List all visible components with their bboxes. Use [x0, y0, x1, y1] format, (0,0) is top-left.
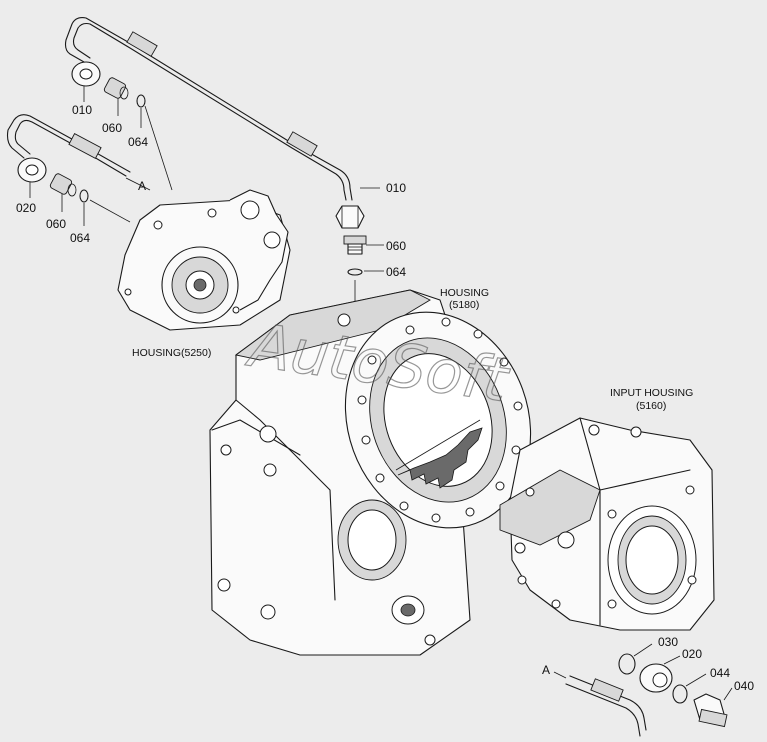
oring-030-bottom [618, 653, 636, 675]
adapter-060-left [49, 173, 77, 197]
label-064-top: 064 [128, 135, 148, 149]
oring-064-left [79, 189, 89, 203]
housing-5180 [344, 311, 532, 529]
hydraulic-pipe-upper [64, 17, 353, 201]
label-030-bottom: 030 [658, 635, 678, 649]
label-020-bottom: 020 [682, 647, 702, 661]
label-010-mid: 010 [386, 181, 406, 195]
label-ref-a-top: A [138, 179, 146, 193]
label-044-bottom: 044 [710, 666, 730, 680]
nut-010-top [71, 61, 101, 87]
label-060-top: 060 [102, 121, 122, 135]
label-060-left: 060 [46, 217, 66, 231]
oring-064-top [136, 94, 146, 108]
label-040-bottom: 040 [734, 679, 754, 693]
label-housing-5180-name: HOUSING [440, 287, 489, 299]
pipe-bottom [565, 675, 647, 737]
label-ref-a-bottom: A [542, 663, 550, 677]
label-housing-5180-code: (5180) [449, 299, 479, 311]
fitting-020-bottom [639, 663, 673, 693]
adapter-060-mid [343, 235, 367, 255]
oring-044-bottom [672, 684, 688, 704]
hydraulic-pipe-left [6, 114, 131, 177]
adapter-060-top [103, 77, 129, 100]
oring-064-mid [347, 268, 363, 276]
label-input-housing-code: (5160) [636, 400, 666, 412]
nut-010-mid [335, 205, 365, 229]
label-020-left: 020 [16, 201, 36, 215]
nut-020-left [17, 157, 47, 183]
housing-5250 [117, 189, 291, 331]
label-060-mid: 060 [386, 239, 406, 253]
input-housing-5160 [499, 417, 715, 631]
label-010-top: 010 [72, 103, 92, 117]
label-064-mid: 064 [386, 265, 406, 279]
label-housing-5250: HOUSING(5250) [132, 347, 211, 359]
label-064-left: 064 [70, 231, 90, 245]
bolt-040-bottom [693, 693, 728, 728]
label-input-housing-name: INPUT HOUSING [610, 387, 693, 399]
